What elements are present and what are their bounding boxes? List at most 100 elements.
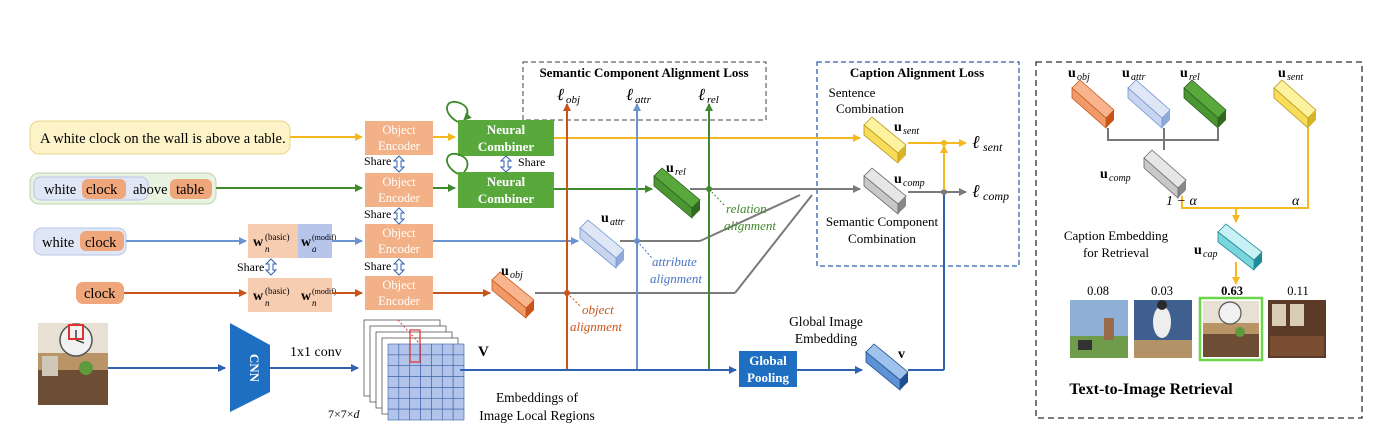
feature-cell [431, 387, 443, 399]
feature-map-stack [363, 319, 465, 421]
retrieval-u-rel [1183, 79, 1227, 129]
embeddings-label: Embeddings of [496, 390, 579, 405]
relation-word-clock: clock [86, 182, 118, 198]
svg-text:n: n [265, 244, 270, 254]
svg-text:w: w [253, 235, 264, 250]
w-modif-box-obj [298, 278, 332, 312]
u-sent-vector [863, 116, 907, 164]
feature-cell [387, 354, 400, 367]
result-image-2 [1134, 300, 1192, 358]
svg-text:(basic): (basic) [265, 232, 290, 242]
cnn-block: CNN [230, 323, 270, 412]
svg-text:u: u [1180, 66, 1188, 81]
neural-combiner-2: Neural Combiner [458, 172, 554, 208]
retrieval-panel [1035, 61, 1363, 419]
feature-cell [420, 376, 432, 388]
feature-cell [409, 376, 421, 388]
feature-cell [409, 387, 421, 399]
feature-cell [452, 365, 465, 377]
feature-cell [420, 343, 432, 356]
svg-text:(modif): (modif) [312, 233, 337, 242]
u-attr-vector [579, 219, 625, 269]
feature-cell [441, 408, 454, 421]
svg-text:alignment: alignment [650, 271, 702, 286]
object-phrase-input [76, 282, 124, 304]
caption-alignment-loss-title: Caption Alignment Loss [850, 65, 984, 80]
share-label-1: Share [364, 154, 391, 168]
svg-text:comp: comp [903, 178, 925, 189]
feature-cell [431, 376, 443, 388]
feature-cell [452, 408, 465, 421]
feature-cell [387, 343, 400, 356]
svg-text:Encoder: Encoder [378, 139, 420, 153]
svg-text:rel: rel [675, 167, 686, 178]
retrieval-u-cap [1217, 223, 1263, 271]
relation-word-table: table [176, 182, 204, 198]
attribute-word-white: white [42, 235, 74, 251]
feature-cell [441, 354, 454, 367]
score-1: 0.08 [1087, 284, 1109, 298]
feature-cell [409, 408, 421, 421]
semantic-component-loss-box [522, 61, 767, 121]
svg-text:Encoder: Encoder [378, 242, 420, 256]
svg-text:comp: comp [983, 189, 1009, 203]
feature-cell [420, 387, 432, 399]
svg-text:cap: cap [1203, 249, 1217, 260]
svg-text:Combiner: Combiner [478, 191, 535, 206]
svg-text:alignment: alignment [570, 319, 622, 334]
caption-embedding-label: Caption Embedding [1064, 228, 1169, 243]
feature-cell [398, 376, 411, 388]
svg-text:Object: Object [382, 175, 416, 189]
feature-cell [431, 408, 443, 421]
attribute-word-clock: clock [85, 235, 117, 251]
svg-text:comp: comp [1109, 173, 1131, 184]
relation-word-above: above [133, 182, 168, 198]
object-encoder-3: Object Encoder [365, 224, 433, 258]
svg-text:u: u [1122, 66, 1130, 81]
feature-cell [441, 376, 454, 388]
svg-text:rel: rel [707, 94, 719, 106]
svg-text:Global: Global [749, 353, 787, 368]
feature-cell [409, 397, 421, 410]
caption-alignment-loss-box [816, 61, 1020, 267]
feature-cell [409, 365, 421, 377]
svg-text:(modif): (modif) [312, 287, 337, 296]
w-modif-box-attr [298, 224, 332, 258]
feature-cell [398, 354, 411, 367]
score-3: 0.63 [1221, 284, 1243, 298]
svg-text:u: u [894, 120, 902, 135]
svg-text:w: w [253, 289, 264, 304]
sentence-text: A white clock on the wall is above a tab… [40, 131, 286, 147]
svg-text:sent: sent [1287, 72, 1303, 83]
svg-text:Pooling: Pooling [747, 370, 789, 385]
svg-text:attr: attr [635, 94, 652, 106]
loss-sent-label: ℓ [972, 132, 980, 152]
svg-text:obj: obj [510, 270, 523, 281]
svg-text:for Retrieval: for Retrieval [1083, 245, 1149, 260]
svg-text:Encoder: Encoder [378, 191, 420, 205]
relation-word-white: white [44, 182, 76, 198]
svg-text:u: u [601, 211, 609, 226]
svg-text:sent: sent [983, 140, 1003, 154]
one-minus-alpha-label: 1 − α [1166, 194, 1197, 209]
svg-text:Combiner: Combiner [478, 139, 535, 154]
score-2: 0.03 [1151, 284, 1173, 298]
svg-text:alignment: alignment [724, 218, 776, 233]
feature-cell [398, 343, 411, 356]
svg-text:a: a [312, 244, 317, 254]
feature-cell [398, 387, 411, 399]
u-obj-vector [491, 271, 535, 319]
svg-text:u: u [894, 172, 902, 187]
svg-text:sent: sent [903, 126, 919, 137]
feature-cell [387, 408, 400, 421]
feature-cell [452, 387, 465, 399]
svg-text:w: w [301, 289, 312, 304]
svg-text:Combination: Combination [836, 101, 904, 116]
feature-cell [441, 365, 454, 377]
v-global-vector [865, 343, 909, 391]
loss-attr-label: ℓ [626, 85, 633, 104]
feature-cell [409, 354, 421, 367]
feature-cell [420, 354, 432, 367]
feature-cell [441, 397, 454, 410]
u-rel-vector [653, 167, 701, 219]
